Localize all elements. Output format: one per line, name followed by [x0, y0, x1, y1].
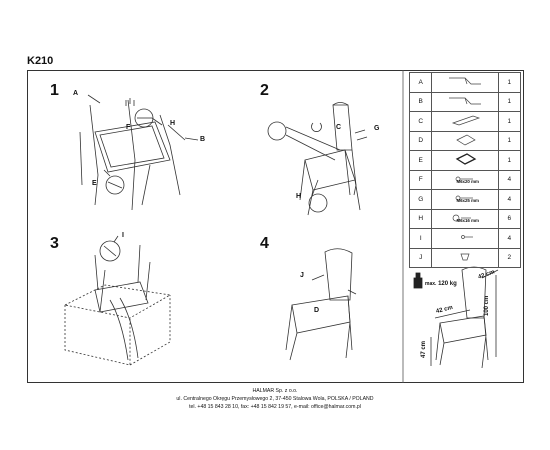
- part-quantity: 1: [497, 111, 522, 132]
- part-letter: C: [408, 111, 433, 132]
- part-picture: [431, 130, 499, 151]
- part-label: G: [374, 125, 380, 132]
- part-picture: [431, 150, 499, 171]
- part-quantity: 6: [497, 208, 522, 229]
- part-quantity: 1: [497, 72, 522, 93]
- parts-row: F M6x20 mm 4: [408, 169, 522, 190]
- part-quantity: 1: [497, 130, 522, 151]
- cap-icon: [445, 253, 485, 264]
- part-letter: B: [408, 91, 433, 112]
- washer-bolt-icon: [445, 214, 485, 224]
- part-letter: A: [408, 72, 433, 93]
- dimension-seat-height: 47 cm: [421, 340, 427, 358]
- part-picture: [431, 247, 499, 268]
- part-size: M6x25 mm: [456, 198, 479, 203]
- part-label: D: [314, 307, 320, 314]
- part-letter: I: [408, 228, 433, 249]
- max-load: max. 120 kg: [425, 281, 457, 287]
- step2-drawing: [267, 102, 368, 216]
- part-letter: G: [408, 189, 433, 210]
- part-letter: H: [408, 208, 433, 229]
- bolt-icon: [445, 176, 485, 185]
- part-label: B: [200, 136, 206, 143]
- step1-drawing: [79, 94, 199, 211]
- part-size: M6x16 mm: [456, 217, 479, 223]
- max-load-prefix: max.: [425, 281, 437, 287]
- part-picture: [431, 91, 499, 112]
- dimension-drawing: [413, 266, 499, 369]
- footer-contact: tel. +48 15 843 28 10, fax: +48 15 842 1…: [189, 404, 361, 410]
- part-label: F: [126, 124, 131, 131]
- part-picture: [431, 72, 499, 93]
- part-letter: D: [408, 130, 433, 151]
- seat-icon: [445, 134, 485, 148]
- part-label: H: [170, 120, 176, 127]
- screw-icon: [445, 235, 485, 243]
- part-label: I: [122, 232, 124, 239]
- part-quantity: 4: [497, 189, 522, 210]
- part-letter: F: [408, 169, 433, 190]
- part-quantity: 1: [497, 91, 522, 112]
- bolt-icon: [445, 195, 485, 204]
- instruction-frame: [27, 70, 524, 383]
- dimension-height: 100 cm: [484, 295, 490, 316]
- part-size: M6x20 mm: [456, 178, 479, 184]
- footer-address: ul. Centralnego Okręgu Przemysłowego 2, …: [176, 396, 374, 402]
- step4-drawing: [285, 248, 357, 361]
- part-quantity: 2: [497, 247, 522, 268]
- part-label: C: [336, 124, 342, 131]
- backrest-icon: [445, 115, 485, 128]
- part-label: A: [73, 90, 79, 97]
- part-label: J: [300, 272, 304, 279]
- part-letter: J: [408, 247, 433, 268]
- part-quantity: 4: [497, 228, 522, 249]
- part-label: H: [296, 193, 302, 200]
- model-title: K210: [27, 55, 54, 67]
- step-number: 4: [260, 235, 269, 252]
- max-load-value: 120 kg: [438, 281, 457, 287]
- part-picture: M6x20 mm: [431, 169, 499, 190]
- step3-drawing: [63, 235, 172, 366]
- part-picture: M6x16 mm: [431, 208, 499, 229]
- step-number: 1: [50, 82, 59, 99]
- parts-row: G M6x25 mm 4: [408, 189, 522, 210]
- footer-company: HALMAR Sp. z o.o.: [252, 388, 298, 394]
- leg-frame-icon: [445, 97, 485, 109]
- part-letter: E: [408, 150, 433, 171]
- parts-row: H M6x16 mm 6: [408, 208, 522, 229]
- step-number: 2: [260, 82, 269, 99]
- part-picture: M6x25 mm: [431, 189, 499, 210]
- part-picture: [431, 228, 499, 249]
- part-label: E: [92, 180, 97, 187]
- leg-frame-icon: [445, 77, 485, 89]
- step-number: 3: [50, 235, 59, 252]
- seat-frame-icon: [445, 153, 485, 167]
- part-picture: [431, 111, 499, 132]
- part-quantity: 4: [497, 169, 522, 190]
- part-quantity: 1: [497, 150, 522, 171]
